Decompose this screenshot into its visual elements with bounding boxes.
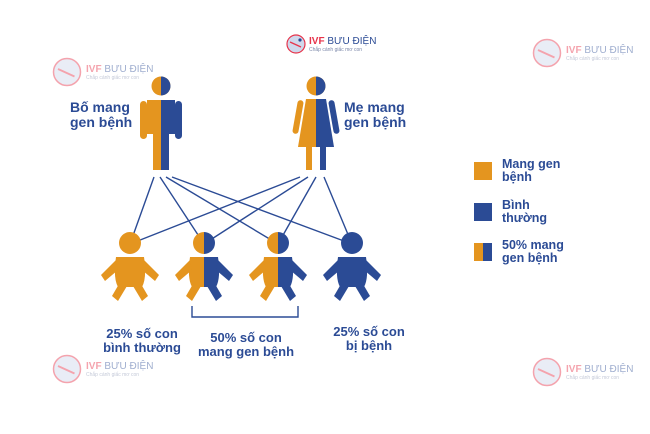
watermark-tagline: Chắp cánh giấc mơ con	[86, 74, 140, 81]
logo-top: IVF BƯU ĐIỆN Chắp cánh giấc mơ con	[286, 34, 376, 54]
legend-label-carrier: Mang gen bệnh	[502, 157, 561, 184]
watermark-tagline: Chắp cánh giấc mơ con	[86, 371, 140, 378]
mother-figure	[292, 76, 340, 170]
line-mother-child1	[129, 176, 301, 245]
line-father-child3	[165, 176, 279, 245]
legend-swatch-carrier	[474, 162, 492, 180]
legend-label-half: 50% mang gen bệnh	[502, 238, 564, 265]
line-father-child2	[159, 176, 205, 245]
legend-swatch-half	[474, 243, 492, 261]
legend-item-normal: Bình thường	[474, 197, 574, 227]
watermark-emblem-icon	[52, 57, 82, 87]
logo-tagline: Chắp cánh giấc mơ con	[309, 46, 363, 53]
watermark-emblem-icon	[52, 354, 82, 384]
watermark-wordmark: IVF BƯU ĐIỆN	[86, 360, 154, 372]
watermark-wordmark: IVF BƯU ĐIỆN	[566, 44, 634, 56]
watermark-top-right: IVF BƯU ĐIỆN Chắp cánh giấc mơ con	[532, 38, 633, 68]
watermark-top-left: IVF BƯU ĐIỆN Chắp cánh giấc mơ con	[52, 57, 153, 87]
legend-item-carrier: Mang gen bệnh	[474, 156, 574, 186]
line-mother-child2	[203, 176, 309, 245]
child-label-carrier: 50% số con mang gen bệnh	[197, 330, 295, 359]
line-mother-child3	[277, 176, 317, 245]
line-mother-child4	[323, 176, 353, 245]
connection-lines	[129, 176, 353, 245]
mother-label: Mẹ mang gen bệnh	[344, 99, 407, 130]
child-affected-4	[323, 232, 381, 301]
father-label: Bố mang gen bệnh	[70, 99, 133, 130]
child-carrier-2	[175, 232, 233, 301]
child-label-normal: 25% số con bình thường	[103, 326, 181, 355]
logo-wordmark: IVF BƯU ĐIỆN	[309, 35, 377, 47]
watermark-emblem-icon	[532, 38, 562, 68]
watermark-tagline: Chắp cánh giấc mơ con	[566, 55, 620, 62]
line-father-child4	[171, 176, 353, 245]
legend-item-half: 50% mang gen bệnh	[474, 237, 574, 267]
watermark-bottom-left: IVF BƯU ĐIỆN Chắp cánh giấc mơ con	[52, 354, 153, 384]
carrier-bracket	[191, 306, 299, 318]
watermark-wordmark: IVF BƯU ĐIỆN	[566, 363, 634, 375]
legend-label-normal: Bình thường	[502, 198, 548, 225]
child-carrier-3	[249, 232, 307, 301]
logo-emblem-icon	[286, 34, 306, 54]
watermark-tagline: Chắp cánh giấc mơ con	[566, 374, 620, 381]
watermark-bottom-right: IVF BƯU ĐIỆN Chắp cánh giấc mơ con	[532, 357, 633, 387]
legend-swatch-normal	[474, 203, 492, 221]
watermark-wordmark: IVF BƯU ĐIỆN	[86, 63, 154, 75]
child-normal-1	[101, 232, 159, 301]
father-figure	[140, 76, 182, 170]
child-label-affected: 25% số con bị bệnh	[333, 324, 405, 353]
watermark-emblem-icon	[532, 357, 562, 387]
